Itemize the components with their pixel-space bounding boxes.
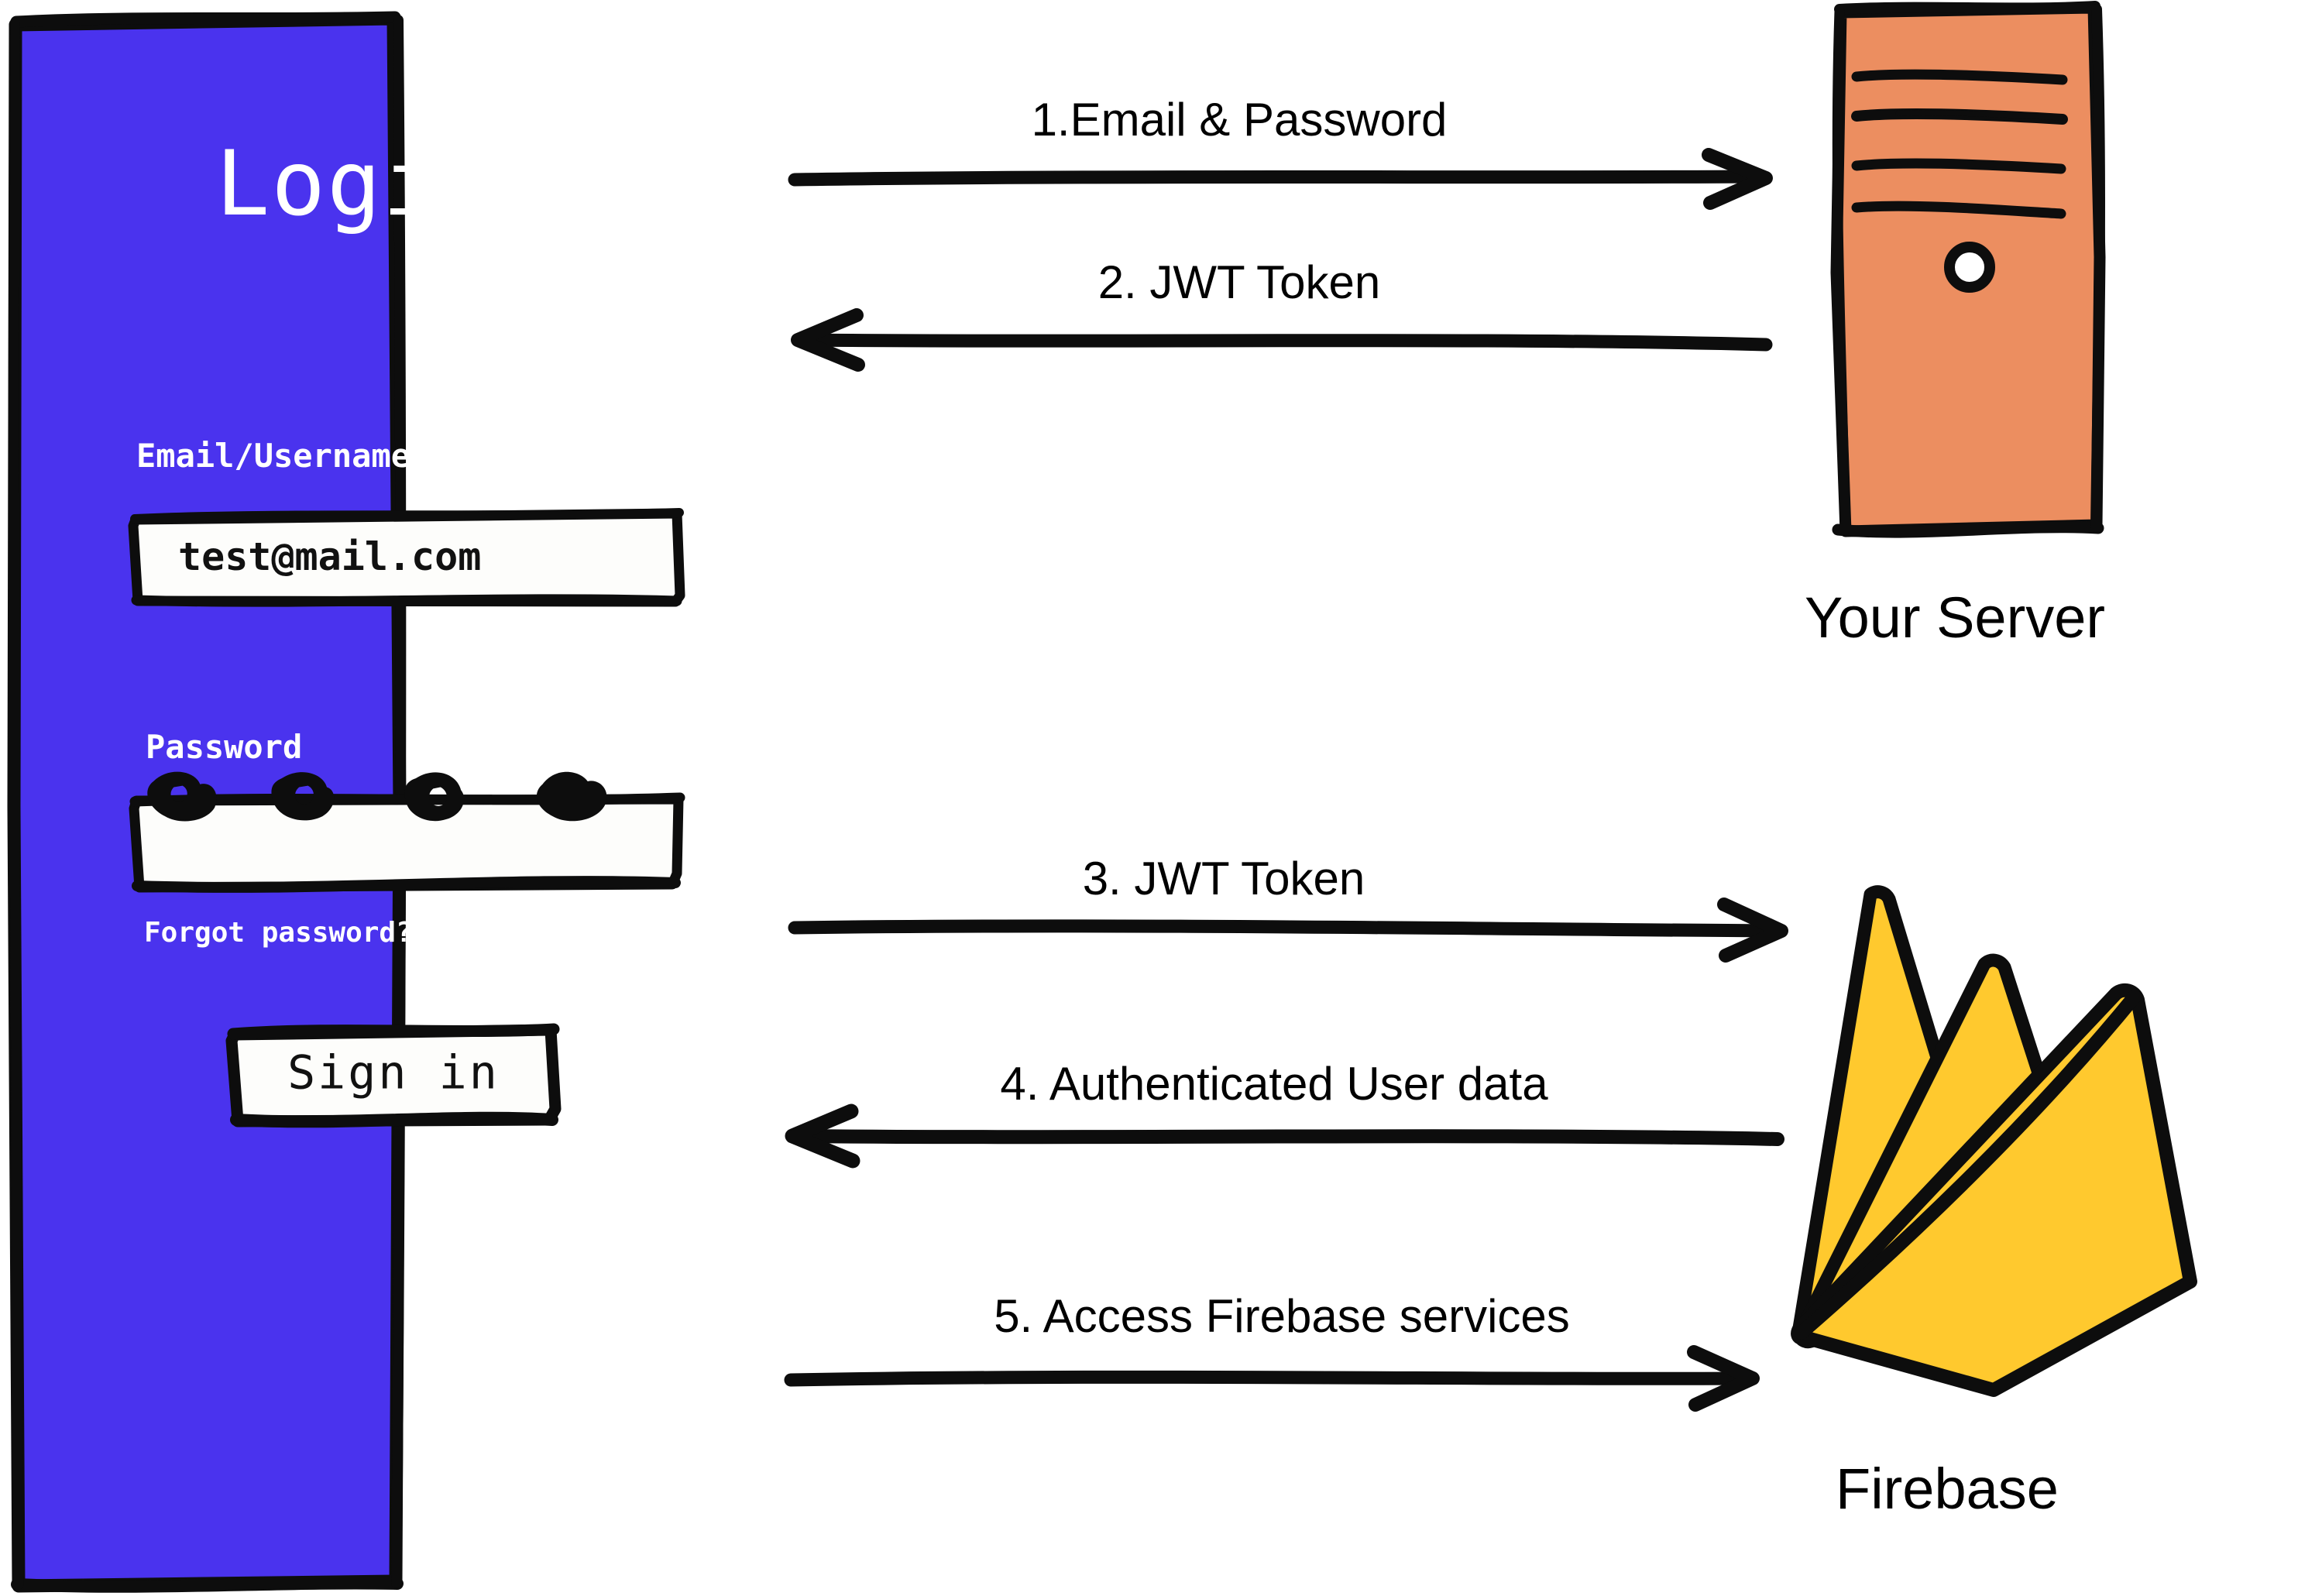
flow-arrow-step-3: [782, 898, 1797, 963]
email-input-frame: [128, 508, 685, 607]
flow-arrow-step-1: [782, 147, 1781, 213]
flow-label-step-3: 3. JWT Token: [1082, 853, 1365, 904]
sign-in-button[interactable]: Sign in: [225, 1023, 562, 1128]
password-input[interactable]: [129, 771, 685, 893]
email-input-value: test@mail.com: [178, 534, 482, 579]
flow-arrow-step-2: [782, 306, 1781, 374]
sign-in-button-label: Sign in: [287, 1045, 500, 1100]
flow-arrow-step-5: [778, 1345, 1770, 1414]
flow-label-step-1: 1.Email & Password: [1031, 94, 1448, 146]
email-input[interactable]: test@mail.com: [128, 508, 685, 607]
password-field-label: Password: [146, 728, 303, 766]
flow-arrow-step-4: [778, 1103, 1785, 1172]
page-title: Login: [215, 132, 494, 236]
email-field-label: Email/Username: [136, 437, 411, 475]
forgot-password-link[interactable]: Forgot password?: [144, 917, 413, 949]
flow-label-step-5: 5. Access Firebase services: [994, 1290, 1570, 1342]
sign-in-button-frame: [225, 1023, 562, 1128]
server-tower-icon: [1824, 1, 2118, 538]
firebase-flame-icon: [1781, 879, 2269, 1475]
password-input-frame: [129, 792, 685, 893]
password-mask-dots: [147, 771, 607, 822]
server-node-caption: Your Server: [1805, 585, 2106, 650]
firebase-node-caption: Firebase: [1836, 1457, 2059, 1521]
flow-label-step-4: 4. Authenticated User data: [1000, 1058, 1548, 1110]
login-screen-panel: Login Email/Username test@mail.com Passw…: [6, 2, 765, 1593]
flow-label-step-2: 2. JWT Token: [1097, 256, 1381, 308]
